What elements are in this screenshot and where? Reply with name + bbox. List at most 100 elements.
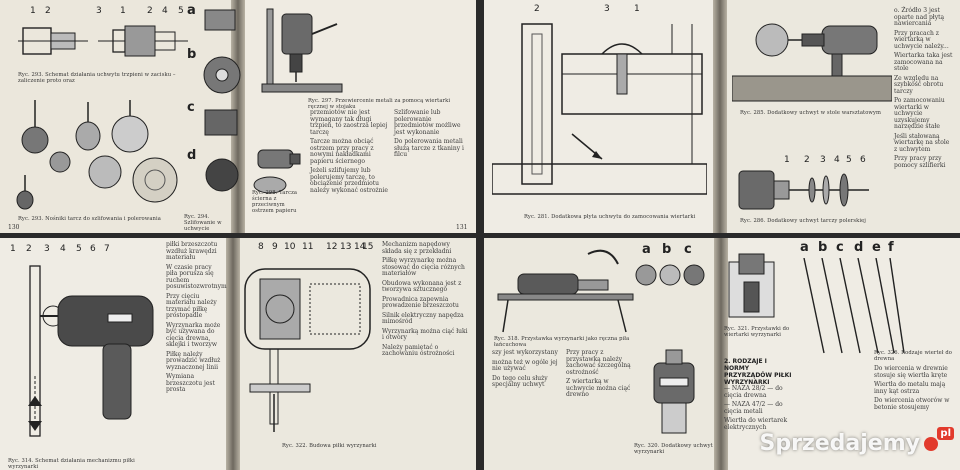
label-d: d [854, 240, 864, 255]
label-6: 6 [90, 244, 96, 254]
book-gutter [713, 0, 727, 233]
paragraph: Silnik elektryczny napędza mimośród [382, 311, 464, 325]
label-10: 10 [284, 242, 296, 252]
section-heading: 2. RODZAJE I NORMY PRZYRZĄDÓW PIŁKI WYRZ… [724, 358, 792, 386]
text-column-right-b: Do wiercenia w drewnie stosuje się wiert… [874, 365, 954, 414]
label-e: e [872, 240, 881, 255]
paragraph: Wyrzynarka może być używana do cięcia dr… [166, 321, 221, 348]
text-column-right-b: Szlifowanie lub polerowanie przedmiotów … [394, 109, 470, 162]
attachment-set-drawing [728, 253, 775, 318]
page-left [0, 0, 238, 233]
label-1: 1 [30, 6, 36, 16]
paragraph: Piłkę wyrzynarkę można stosować do cięci… [382, 257, 465, 277]
text-column-right: o. Źródło 3 jest oparte nad płytą nawier… [894, 7, 954, 172]
caption-fig318: Ryc. 318. Przystawka wyrzynarki jako ręc… [494, 336, 630, 348]
label-1: 1 [10, 244, 16, 254]
paragraph: można też w ogóle jej nie używać [492, 358, 558, 372]
label-3: 3 [820, 155, 826, 165]
label-6: 6 [860, 155, 866, 165]
label-a: a [800, 240, 809, 255]
label-1: 1 [634, 4, 640, 14]
paragraph: przemiotów nie jest wymagany tak długi t… [310, 109, 388, 136]
label-2: 2 [534, 4, 540, 14]
watermark-dot-icon [924, 437, 938, 451]
text-column-left-a: szy jest wykorzystany można też w ogóle … [492, 349, 562, 392]
drill-stand-drawing [261, 8, 343, 93]
paragraph: Wymiana brzeszczotu jest prosta [166, 373, 215, 393]
watermark-suffix: pl [937, 427, 954, 440]
label-b: b [662, 242, 672, 257]
caption-fig293-bottom: Ryc. 293. Nośniki tarcz do szlifowania i… [18, 216, 161, 222]
drill-bits-drawing [803, 258, 905, 354]
caption-fig297: Ryc. 297. Przewiercenie metali za pomocą… [308, 98, 451, 110]
page-number-right: 131 [456, 224, 468, 231]
book-gutter [714, 238, 728, 470]
chuck-schematic-drawing [18, 25, 188, 57]
paragraph: Przy cięciu materiału należy trzymać pił… [166, 292, 217, 319]
paragraph: Należy pamiętać o zachowaniu ostrożności [382, 343, 455, 357]
text-column-right-a: przemiotów nie jest wymagany tak długi t… [310, 109, 390, 197]
paragraph: szy jest wykorzystany [492, 349, 558, 356]
paragraph: Do wiercenia otworów w betonie stosujemy [874, 397, 950, 411]
label-b: b [187, 47, 197, 62]
panel-bottom-right: Ryc. 318. Przystawka wyrzynarki jako ręc… [484, 238, 960, 470]
paragraph: Wiertarka taka jest zamocowana na stole [894, 52, 953, 72]
paragraph: Przy pracy z przystawką należy zachować … [566, 349, 631, 376]
paragraph: — NAZA 47/2 — do cięcia metali [724, 401, 783, 415]
label-9: 9 [272, 242, 278, 252]
grinding-steps-drawing [203, 9, 241, 192]
text-column-right: Mechanizm napędowy składa się z przekład… [382, 241, 468, 361]
label-b: b [818, 240, 828, 255]
paragraph: Do polerowania metali służą tarcze z tka… [394, 138, 464, 158]
paragraph: Z wiertarką w uchwycie można ciąć drewno [566, 378, 631, 398]
label-d: d [187, 148, 197, 163]
chainsaw-attachment-drawing [497, 249, 634, 333]
label-15: 15 [362, 242, 374, 252]
paragraph: Szlifowanie lub polerowanie przedmiotów … [394, 109, 461, 136]
caption-fig294: Ryc. 294. Szlifowanie w uchwycie [184, 214, 222, 232]
watermark-logo: Sprzedajemy [759, 431, 938, 456]
label-4: 4 [162, 6, 168, 16]
watermark-text: Sprzedajemy [759, 431, 921, 456]
label-c: c [836, 240, 844, 255]
label-12: 12 [326, 242, 338, 252]
label-7: 7 [104, 244, 110, 254]
text-column-left-b: Przy pracy z przystawką należy zachować … [566, 349, 636, 402]
paragraph: o. Źródło 3 jest oparte nad płytą nawier… [894, 7, 945, 27]
paragraph: Tarcze można obciąć ostrzem przy pracy z… [310, 138, 374, 165]
paragraph: Wyrzynarką można ciąć łuki i otwory [382, 327, 468, 341]
paragraph: Piłkę należy prowadzić wzdłuż wyznaczone… [166, 350, 221, 371]
label-4: 4 [834, 155, 840, 165]
caption-fig320: Ryc. 320. Dodatkowy uchwyt wyrzynarki [634, 443, 713, 455]
page-number-left: 130 [8, 224, 20, 231]
label-f: f [888, 240, 894, 255]
caption-fig321: Ryc. 321. Przystawki do wiertarki wyrzyn… [724, 326, 790, 338]
jigsaw-cross-section-drawing [244, 268, 371, 432]
label-3: 3 [604, 4, 610, 14]
label-3: 3 [96, 6, 102, 16]
polishing-wheels-drawing [16, 100, 178, 210]
paragraph: W czasie pracy piła porusza się ruchem p… [166, 263, 227, 290]
paragraph: piłki brzeszczotu wzdłuż krawędzi materi… [166, 241, 218, 261]
label-5: 5 [846, 155, 852, 165]
panel-bottom-left: 1 2 3 4 5 6 7 Ryc. 314. Schemat działani… [0, 238, 476, 470]
label-2b: 2 [147, 6, 153, 16]
polishing-chuck-drawing [738, 170, 869, 210]
page-right [232, 238, 476, 470]
label-4: 4 [60, 244, 66, 254]
caption-fig322: Ryc. 322. Budowa piłki wyrzynarki [282, 443, 377, 449]
label-14: 14 [354, 242, 366, 252]
attachment-parts-drawing [635, 264, 705, 286]
paragraph: Obudowa wykonana jest z tworzywa sztuczn… [382, 279, 462, 293]
label-a: a [187, 3, 196, 18]
paragraph: Prowadnica zapewnia prowadzenie brzeszcz… [382, 295, 459, 309]
caption-fig314: Ryc. 314. Schemat działania mechanizmu p… [8, 458, 135, 470]
jigsaw-mechanism-drawing [28, 265, 154, 437]
caption-fig281: Ryc. 281. Dodatkowa płyta uchwytu do zam… [524, 214, 696, 220]
panel-top-left: 1 2 3 1 2 4 5 Ryc. 293. Schemat działani… [0, 0, 476, 233]
book-gutter [226, 238, 240, 470]
paragraph: Przy pracach z wiertarką w uchwycie nale… [894, 29, 949, 50]
panel-top-right: 2 3 1 Ryc. 281. Dodatkowa płyta uchwytu … [484, 0, 960, 233]
paragraph: Mechanizm napędowy składa się z przekład… [382, 241, 452, 255]
label-11: 11 [302, 242, 314, 252]
